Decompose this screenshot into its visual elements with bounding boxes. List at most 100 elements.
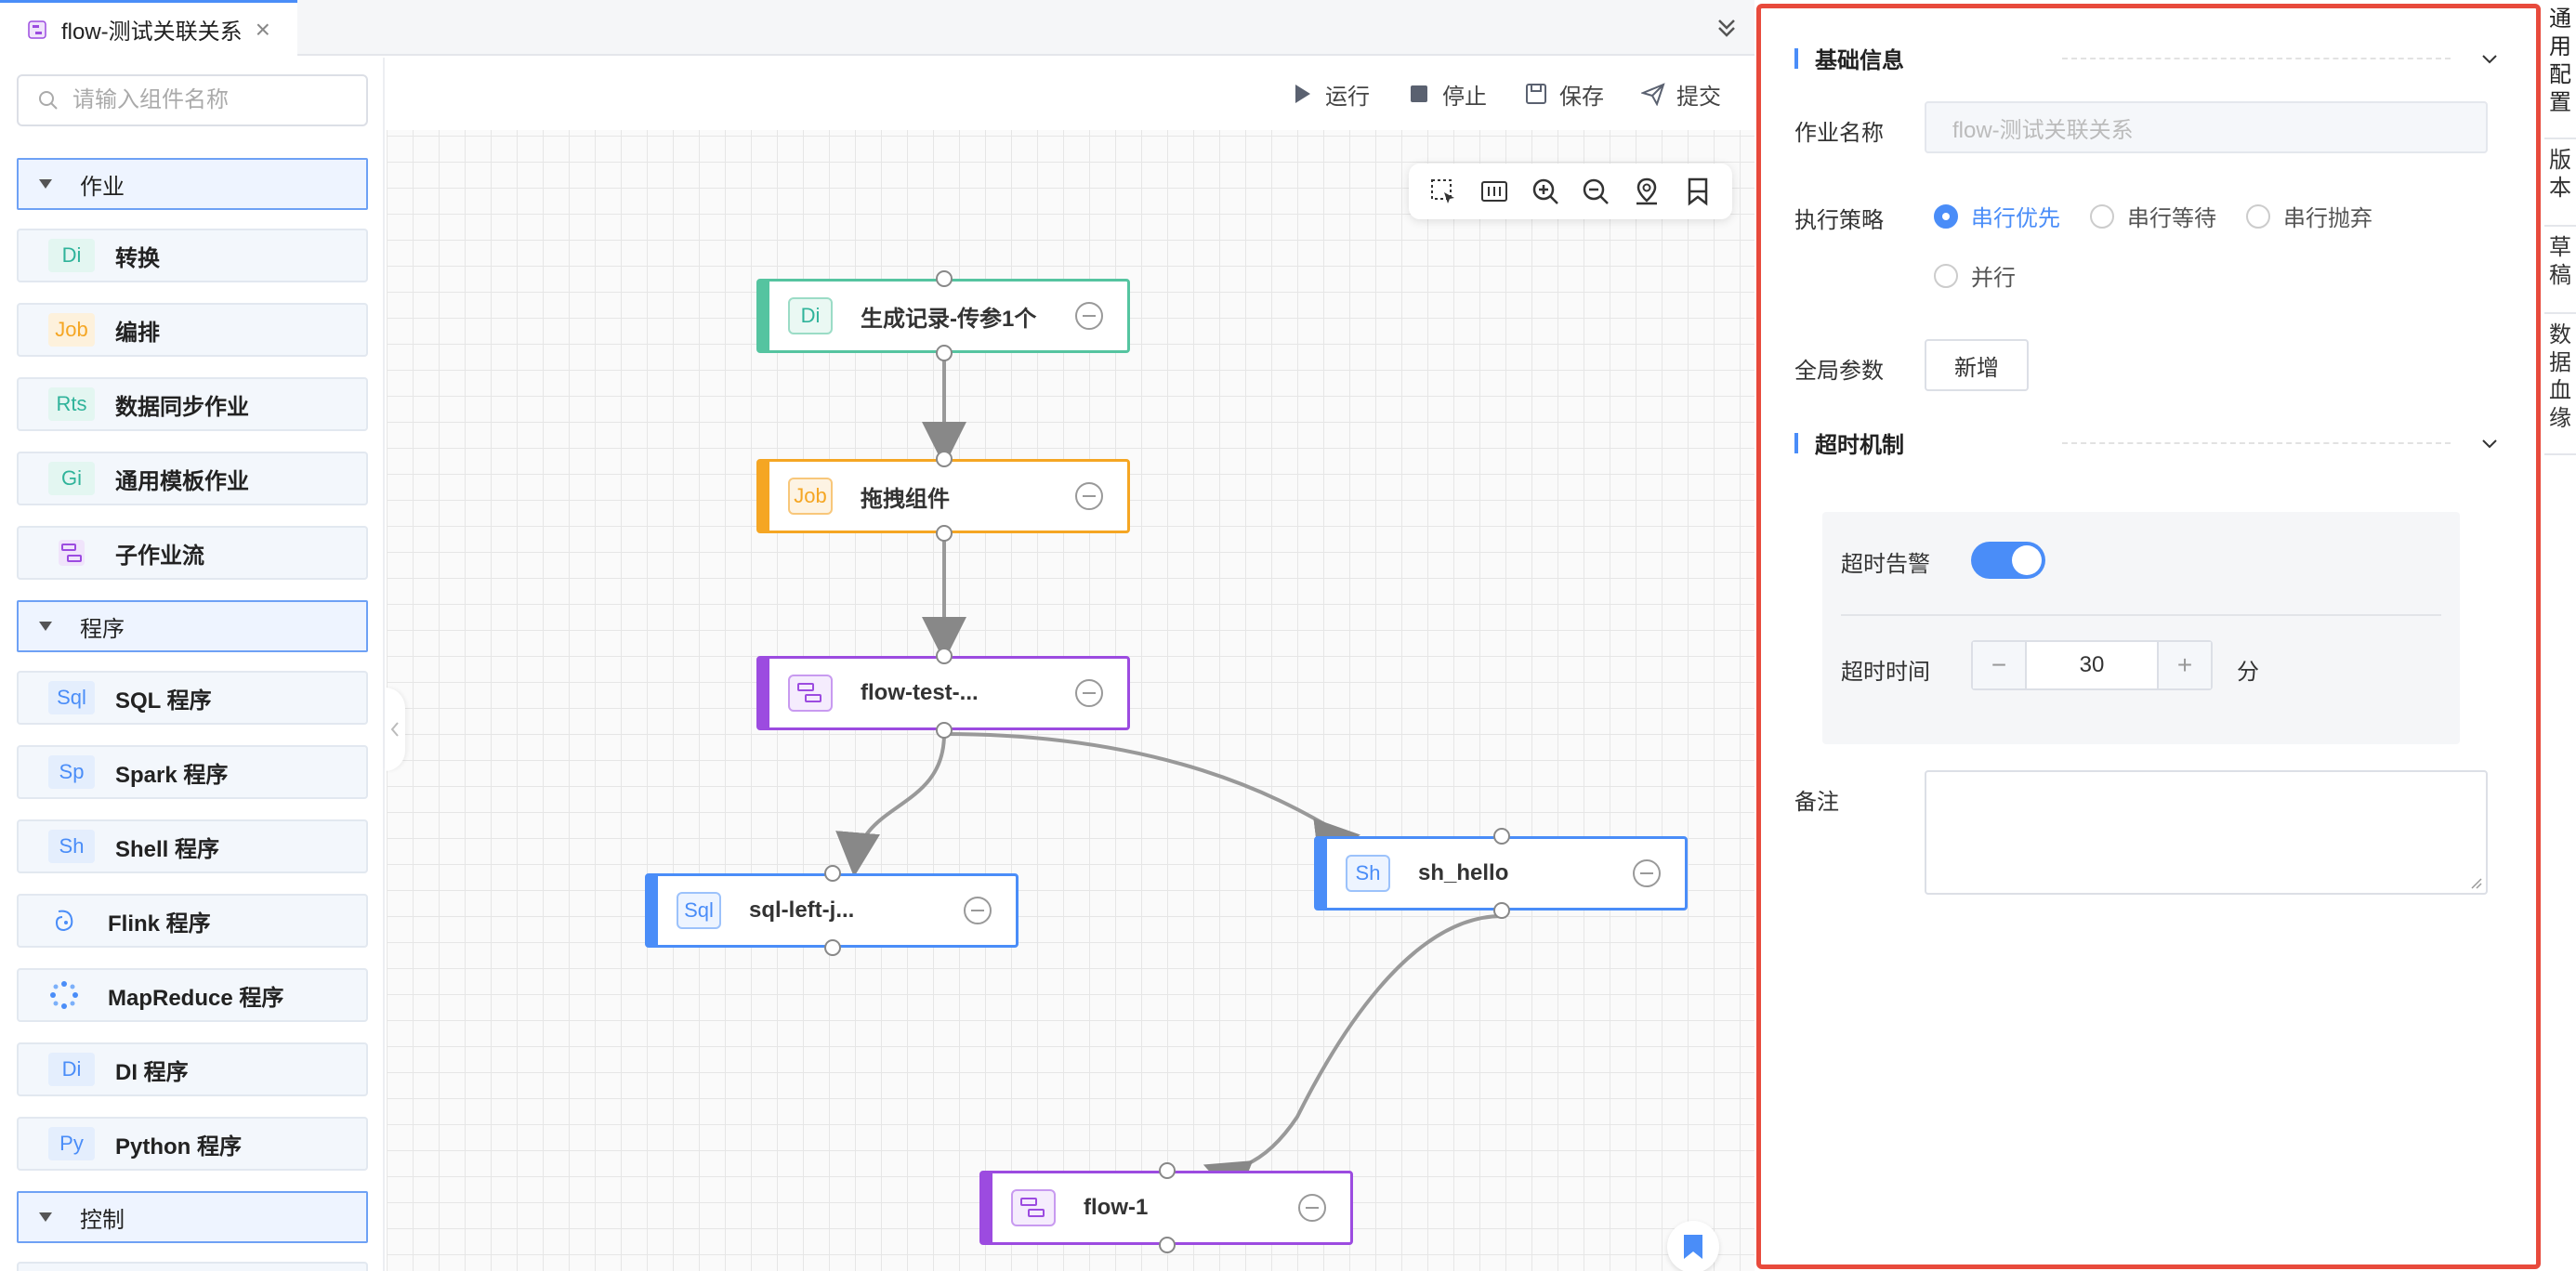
save-button[interactable]: 保存: [1524, 78, 1604, 111]
port-n5-out[interactable]: [1493, 902, 1510, 919]
timeout-settings: 超时告警 超时时间 − 30 + 分: [1822, 512, 2460, 744]
edge-n3-n5: [943, 732, 1360, 863]
port-n3-out[interactable]: [936, 722, 953, 739]
port-n2-out[interactable]: [936, 525, 953, 542]
bookmark-icon[interactable]: [1682, 176, 1714, 207]
side-tab-general[interactable]: 通用配置: [2544, 0, 2576, 139]
zoom-out-icon[interactable]: [1580, 176, 1611, 207]
flow-node-subflow-2[interactable]: flow-1: [979, 1171, 1353, 1245]
port-n1-out[interactable]: [936, 345, 953, 361]
minus-circle-icon[interactable]: [1075, 302, 1103, 330]
minus-circle-icon[interactable]: [964, 897, 992, 924]
subflow-icon: [28, 20, 46, 39]
save-icon: [1526, 84, 1546, 104]
component-sql[interactable]: Sql SQL 程序: [17, 671, 368, 725]
search-input[interactable]: [72, 87, 351, 113]
submit-button[interactable]: 提交: [1641, 78, 1721, 111]
resize-grip-icon[interactable]: [2469, 876, 2482, 889]
chevron-left-icon: [390, 722, 399, 737]
locate-icon[interactable]: [1631, 176, 1663, 207]
tab-title: flow-测试关联关系: [61, 20, 243, 45]
port-n4-in[interactable]: [824, 865, 841, 882]
component-mapreduce[interactable]: MapReduce 程序: [17, 968, 368, 1022]
side-tab-lineage[interactable]: 数据血缘: [2544, 316, 2576, 455]
search-box[interactable]: [17, 74, 368, 126]
remark-textarea[interactable]: [1925, 770, 2488, 895]
double-chevron-down-icon[interactable]: [1712, 13, 1741, 43]
component-shell[interactable]: Sh Shell 程序: [17, 819, 368, 873]
port-n6-out[interactable]: [1159, 1237, 1176, 1253]
component-spark[interactable]: Sp Spark 程序: [17, 745, 368, 799]
box-select-icon[interactable]: [1427, 176, 1459, 207]
bookmark-button[interactable]: [1667, 1221, 1719, 1271]
timeout-alert-toggle[interactable]: [1971, 542, 2045, 579]
port-n2-in[interactable]: [936, 451, 953, 467]
timeout-time-label: 超时时间: [1841, 660, 1930, 685]
minus-circle-icon[interactable]: [1298, 1194, 1326, 1222]
collapse-panel-handle[interactable]: [385, 688, 405, 771]
job-name-input[interactable]: flow-测试关联关系: [1925, 101, 2488, 153]
radio-serial-discard[interactable]: 串行抛弃: [2246, 200, 2372, 232]
port-n5-in[interactable]: [1493, 828, 1510, 845]
remark-label: 备注: [1794, 790, 1839, 815]
component-gi[interactable]: Gi 通用模板作业: [17, 452, 368, 505]
group-control[interactable]: 控制: [17, 1191, 368, 1243]
chevron-down-icon[interactable]: [2478, 47, 2501, 70]
tab-flow[interactable]: flow-测试关联关系 ×: [0, 0, 297, 56]
stop-button[interactable]: 停止: [1407, 78, 1487, 111]
minus-circle-icon[interactable]: [1075, 679, 1103, 707]
close-icon[interactable]: ×: [255, 14, 271, 44]
play-icon: [1295, 85, 1310, 103]
mapreduce-icon: [41, 976, 87, 1014]
timeout-unit: 分: [2237, 660, 2259, 685]
flow-node-sql[interactable]: Sql sql-left-j...: [645, 873, 1019, 948]
minus-circle-icon[interactable]: [1633, 859, 1661, 887]
component-python[interactable]: Py Python 程序: [17, 1117, 368, 1171]
zoom-in-icon[interactable]: [1530, 176, 1561, 207]
flow-canvas[interactable]: Di 生成记录-传参1个 Job 拖拽组件 flow-test-... Sql …: [387, 58, 1755, 1271]
global-params-label: 全局参数: [1794, 359, 1884, 384]
component-di-program[interactable]: Di DI 程序: [17, 1042, 368, 1096]
port-n1-in[interactable]: [936, 270, 953, 287]
side-tab-draft[interactable]: 草稿: [2544, 229, 2576, 314]
caret-down-icon: [39, 622, 52, 631]
radio-serial-wait[interactable]: 串行等待: [2090, 200, 2216, 232]
timeout-alert-label: 超时告警: [1841, 552, 1930, 577]
flow-node-subflow[interactable]: flow-test-...: [756, 656, 1130, 730]
job-name-label: 作业名称: [1794, 121, 1884, 146]
decrement-button[interactable]: −: [1973, 642, 2025, 688]
timeout-value[interactable]: 30: [2025, 642, 2159, 688]
edges-layer: [835, 355, 1503, 1202]
fit-view-icon[interactable]: [1479, 176, 1510, 207]
edge-n3-n4: [835, 733, 946, 877]
radio-parallel[interactable]: 并行: [1934, 259, 2016, 292]
side-tab-version[interactable]: 版本: [2544, 141, 2576, 227]
component-control-partial[interactable]: [17, 1262, 368, 1271]
flow-node-shell[interactable]: Sh sh_hello: [1314, 836, 1688, 911]
radio-serial-priority[interactable]: 串行优先: [1934, 200, 2060, 232]
port-n6-in[interactable]: [1159, 1162, 1176, 1179]
section-basic[interactable]: 基础信息: [1794, 42, 2501, 74]
component-rts[interactable]: Rts 数据同步作业: [17, 377, 368, 431]
group-job[interactable]: 作业: [17, 158, 368, 210]
component-di[interactable]: Di 转换: [17, 229, 368, 282]
subflow-icon: [48, 534, 95, 571]
port-n3-in[interactable]: [936, 648, 953, 664]
component-subflow[interactable]: 子作业流: [17, 526, 368, 580]
run-button[interactable]: 运行: [1290, 78, 1370, 111]
group-program[interactable]: 程序: [17, 600, 368, 652]
chevron-down-icon[interactable]: [2478, 432, 2501, 454]
add-param-button[interactable]: 新增: [1925, 339, 2029, 391]
flow-node-di[interactable]: Di 生成记录-传参1个: [756, 279, 1130, 353]
search-icon: [39, 91, 58, 110]
canvas-toolbar: 运行 停止 保存 提交: [387, 58, 1755, 130]
section-timeout[interactable]: 超时机制: [1794, 426, 2501, 459]
caret-down-icon: [39, 1212, 52, 1222]
tab-bar: flow-测试关联关系 ×: [0, 0, 1755, 56]
component-job[interactable]: Job 编排: [17, 303, 368, 357]
component-flink[interactable]: Flink 程序: [17, 894, 368, 948]
increment-button[interactable]: +: [2159, 642, 2211, 688]
flow-node-job[interactable]: Job 拖拽组件: [756, 459, 1130, 533]
port-n4-out[interactable]: [824, 939, 841, 956]
minus-circle-icon[interactable]: [1075, 482, 1103, 510]
